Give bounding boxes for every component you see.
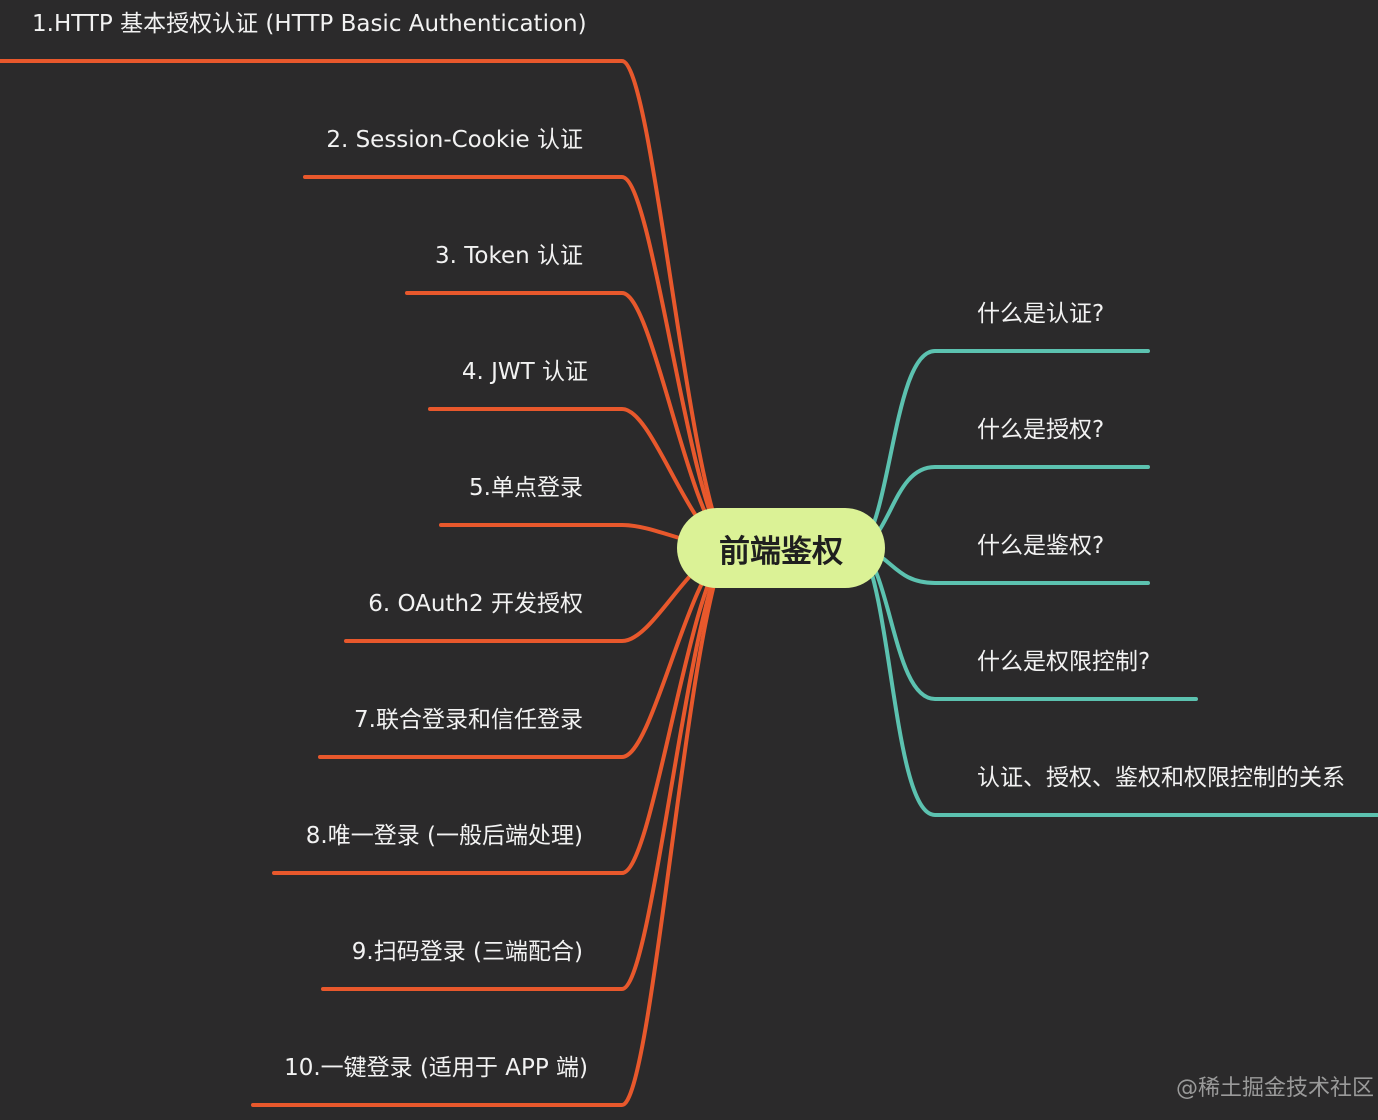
left-branch-label-3[interactable]: 3. Token 认证 xyxy=(434,243,583,269)
right-branch-line-1 xyxy=(860,349,1150,550)
left-branch-line-10 xyxy=(251,546,728,1107)
right-branch-label-3[interactable]: 什么是鉴权? xyxy=(977,533,1105,559)
watermark: @稀土掘金技术社区 xyxy=(1175,1076,1374,1101)
left-branch-label-8[interactable]: 8.唯一登录 (一般后端处理) xyxy=(305,823,583,849)
right-branch-label-1[interactable]: 什么是认证? xyxy=(977,301,1105,327)
left-branch-label-10[interactable]: 10.一键登录 (适用于 APP 端) xyxy=(284,1055,588,1081)
right-branch-label-4[interactable]: 什么是权限控制? xyxy=(977,649,1151,675)
right-branch-line-4 xyxy=(860,546,1198,701)
left-branch-label-7[interactable]: 7.联合登录和信任登录 xyxy=(354,707,583,733)
left-branch-label-2[interactable]: 2. Session-Cookie 认证 xyxy=(326,127,583,153)
left-branch-label-1[interactable]: 1.HTTP 基本授权认证 (HTTP Basic Authentication… xyxy=(32,11,587,37)
left-branch-line-1 xyxy=(0,59,728,550)
left-branch-label-6[interactable]: 6. OAuth2 开发授权 xyxy=(368,591,583,617)
left-branch-line-9 xyxy=(321,546,728,991)
left-branch-label-5[interactable]: 5.单点登录 xyxy=(469,475,583,501)
right-branch-label-2[interactable]: 什么是授权? xyxy=(977,417,1105,443)
root-node[interactable]: 前端鉴权 xyxy=(677,508,885,588)
right-branch-line-5 xyxy=(860,546,1378,817)
left-branch-label-4[interactable]: 4. JWT 认证 xyxy=(461,359,588,385)
left-branch-label-9[interactable]: 9.扫码登录 (三端配合) xyxy=(351,939,583,965)
right-branch-label-5[interactable]: 认证、授权、鉴权和权限控制的关系 xyxy=(977,765,1345,791)
